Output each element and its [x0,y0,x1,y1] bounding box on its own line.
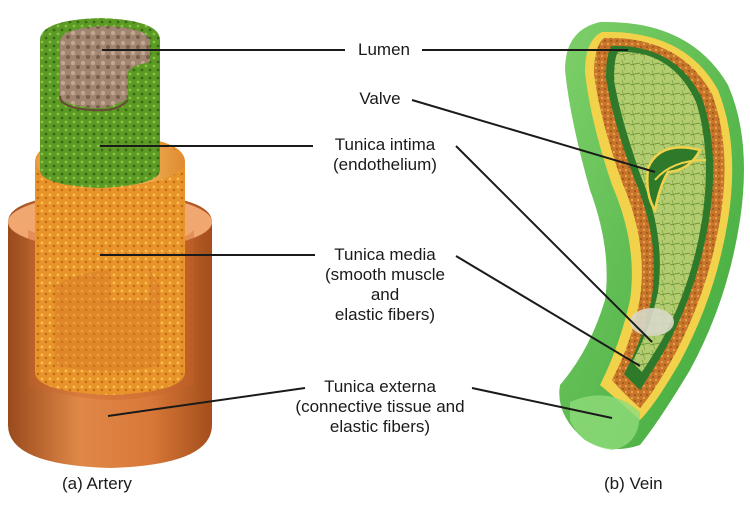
externa-line-artery [107,387,306,417]
valve-line [411,99,656,173]
artery-tunica-media [35,135,185,395]
vein-valve [646,146,702,214]
vein-illustration [559,21,744,450]
externa-line-vein [471,387,613,419]
vein-lumen [614,51,706,372]
label-tunica-media: Tunica media (smooth muscle and elastic … [325,245,445,324]
media-line-vein [455,255,641,367]
artery-lumen [60,26,150,109]
caption-vein: (b) Vein [604,474,663,493]
leader-lines [100,49,656,419]
vein-blood-cells [630,308,674,336]
artery-illustration [8,18,212,468]
artery-media-step [55,265,160,372]
label-tunica-intima: Tunica intima (endothelium) [333,135,437,174]
label-lumen: Lumen [358,40,410,59]
caption-artery: (a) Artery [62,474,132,493]
label-tunica-externa: Tunica externa (connective tissue and el… [295,377,465,436]
intima-line-vein [455,145,653,343]
vein-cut-face [570,395,640,450]
label-valve: Valve [359,89,401,108]
